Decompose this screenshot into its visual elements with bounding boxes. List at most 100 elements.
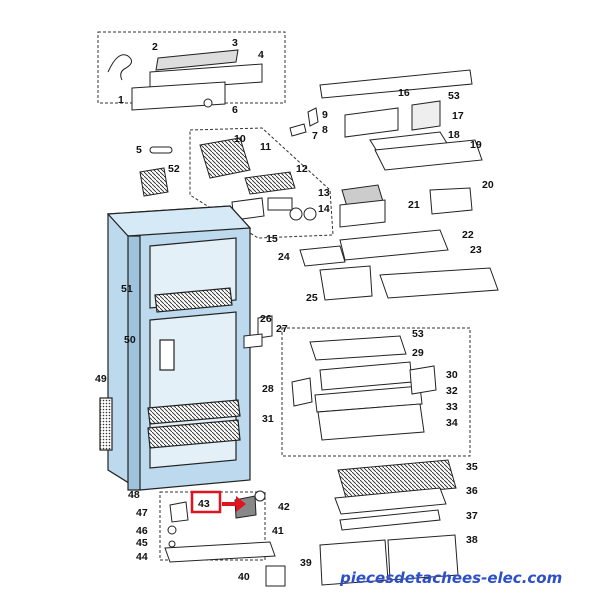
- ice-cube-tray-rack: [199, 137, 251, 179]
- ice-tray-small: [139, 167, 169, 197]
- adjustable-foot: [254, 490, 266, 502]
- part-label-47: 47: [136, 507, 148, 519]
- part-label-27: 27: [276, 323, 288, 335]
- glass-shelf-lower: [374, 139, 483, 171]
- refrigerator-cabinet: [99, 205, 252, 491]
- control-panel-front: [131, 81, 226, 111]
- shelf-glass: [339, 229, 449, 261]
- base-hinge-outline: [159, 491, 266, 561]
- part-label-7: 7: [312, 130, 318, 142]
- hinge-pin-lower: [169, 501, 189, 523]
- bulb-holder: [289, 123, 307, 137]
- lamp-switch: [307, 107, 319, 127]
- ice-tray: [244, 171, 296, 195]
- door-stop: [257, 315, 273, 339]
- part-label-15: 15: [266, 233, 278, 245]
- part-label-30: 30: [446, 369, 458, 381]
- part-label-40: 40: [238, 571, 250, 583]
- part-label-41: 41: [272, 525, 284, 537]
- door-shelves-outline: [281, 327, 471, 457]
- control-panel-parts: [107, 49, 263, 111]
- part-label-36: 36: [466, 485, 478, 497]
- thermostat-bracket: [155, 49, 239, 71]
- part-label-3: 3: [232, 37, 238, 49]
- part-number-labels: 1 2 3 4 5 6 7 8 9 10 11 12 13 14 15 16 1…: [95, 37, 494, 583]
- part-label-2: 2: [152, 41, 158, 53]
- part-label-42: 42: [278, 501, 290, 513]
- part-label-52: 52: [168, 163, 180, 175]
- part-label-22: 22: [462, 229, 474, 241]
- group-outlines: [97, 31, 471, 561]
- crisper-front-trim: [339, 509, 441, 531]
- part-label-46: 46: [136, 525, 148, 537]
- part-label-24: 24: [278, 251, 290, 263]
- cabinet-side-edge: [127, 235, 141, 491]
- part-label-26: 26: [260, 313, 272, 325]
- part-label-38: 38: [466, 534, 478, 546]
- thermostat-knob: [203, 98, 213, 108]
- part-label-23: 23: [470, 244, 482, 256]
- door-cover: [411, 100, 441, 131]
- door-parts: [243, 315, 437, 441]
- part-label-1: 1: [118, 94, 124, 106]
- part-label-45: 45: [136, 537, 148, 549]
- part-label-32: 32: [446, 385, 458, 397]
- part-label-18: 18: [448, 129, 460, 141]
- plinth-grille: [164, 541, 276, 563]
- ice-cup-2: [303, 207, 317, 221]
- part-label-25: 25: [306, 292, 318, 304]
- egg-tray: [429, 187, 473, 215]
- part-label-11: 11: [260, 141, 271, 153]
- compressor-cover-strip: [99, 397, 113, 451]
- highlight-box: [190, 490, 222, 514]
- part-label-20: 20: [482, 179, 494, 191]
- wine-rack: [337, 459, 457, 499]
- bushing: [167, 525, 177, 535]
- freezer-wire-shelf: [154, 287, 233, 313]
- thermostat-housing: [159, 339, 175, 371]
- part-label-6: 6: [232, 104, 238, 116]
- dairy-box: [339, 199, 386, 228]
- crisper-drawer-right: [387, 534, 459, 581]
- freezer-accessories-outline: [189, 127, 334, 239]
- part-label-44: 44: [136, 551, 148, 563]
- highlight-arrow: [222, 496, 246, 512]
- crisper-parts: [319, 459, 459, 586]
- part-label-9: 9: [322, 109, 328, 121]
- side-bracket-right: [409, 365, 437, 395]
- side-bracket-left: [291, 377, 313, 407]
- part-label-34: 34: [446, 417, 458, 429]
- watermark: piecesdetachees-elec.com: [339, 569, 562, 587]
- chiller-drawer: [319, 265, 373, 301]
- door-shelf: [319, 361, 413, 391]
- part-label-19: 19: [470, 139, 482, 151]
- vegetable-tray-guide: [147, 419, 241, 449]
- part-label-29: 29: [412, 347, 424, 359]
- part-label-17: 17: [452, 110, 464, 122]
- freezer-accessories: [139, 137, 317, 221]
- part-label-31: 31: [262, 413, 274, 425]
- top-control-group-outline: [97, 31, 286, 104]
- part-label-28: 28: [262, 383, 274, 395]
- ice-scoop: [267, 197, 293, 211]
- cabinet-top: [106, 205, 252, 237]
- sensor-wire: [107, 54, 132, 81]
- part-label-4: 4: [258, 49, 264, 61]
- fridge-wire-shelf: [147, 399, 241, 425]
- chiller-tray: [299, 245, 346, 267]
- bottle-bin: [317, 403, 425, 441]
- control-housing: [149, 63, 263, 91]
- part-label-43: 43: [198, 498, 210, 510]
- drip-container: [265, 565, 286, 587]
- crisper-cover-glass: [379, 267, 499, 299]
- part-label-16: 16: [398, 87, 410, 99]
- base-parts: [164, 490, 286, 587]
- part-label-48: 48: [128, 489, 140, 501]
- part-label-5: 5: [136, 144, 142, 156]
- crisper-drawer-left: [319, 539, 389, 586]
- hinge-cover: [243, 333, 263, 349]
- part-label-13: 13: [318, 187, 330, 199]
- fridge-shelves: [299, 184, 499, 301]
- part-label-53-door: 53: [412, 328, 424, 340]
